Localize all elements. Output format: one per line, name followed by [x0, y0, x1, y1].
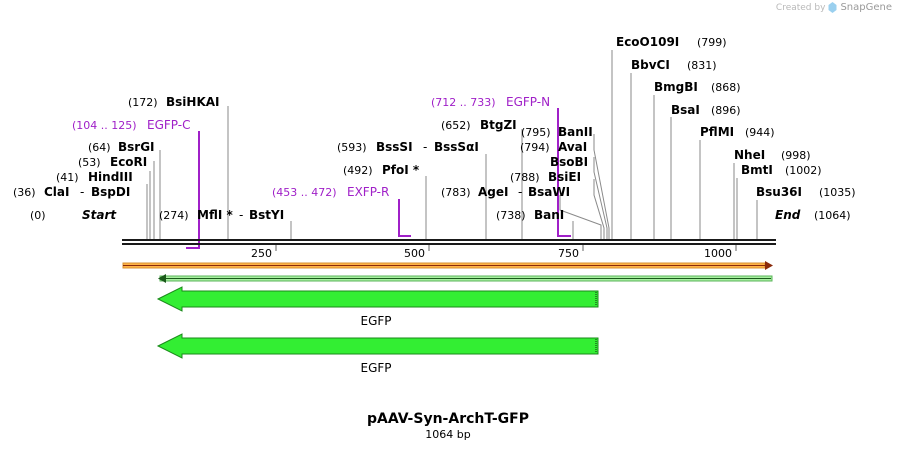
tick-marks: [275, 245, 737, 251]
site-nhei-pos: (998): [781, 149, 811, 162]
primer-egfp-n-name[interactable]: EGFP-N: [506, 95, 550, 109]
primer-markers: [186, 108, 571, 249]
site-pfoi-pos: (492): [343, 164, 373, 177]
start-label: Start: [82, 208, 117, 222]
site-avai-pos: (794): [520, 141, 550, 154]
site-bsu36i-name[interactable]: Bsu36I: [756, 185, 802, 199]
primer-egfp-n-range: (712 .. 733): [431, 96, 496, 109]
end-pos: (1064): [814, 209, 851, 222]
site-separator: -: [423, 140, 427, 154]
site-ecori-pos: (53): [78, 156, 101, 169]
site-bani-pos: (738): [496, 209, 526, 222]
site-lines: [146, 50, 758, 240]
site-agei-pos: (783): [441, 186, 471, 199]
end-label: End: [775, 208, 801, 222]
orf-reverse-arrow: [158, 274, 773, 283]
primer-exfp-r-name[interactable]: EXFP-R: [347, 185, 389, 199]
site-clai-name[interactable]: ClaI: [44, 185, 69, 199]
site-mfli-name[interactable]: MflI *: [197, 208, 233, 222]
feature-egfp-2-label: EGFP: [360, 361, 391, 375]
tick-label-250: 250: [251, 247, 272, 260]
site-clai-pos: (36): [13, 186, 36, 199]
site-ecoo109i-pos: (799): [697, 36, 727, 49]
site-mfli-pos: (274): [159, 209, 189, 222]
credit-brand: SnapGene: [840, 2, 892, 13]
site-bsrgi-name[interactable]: BsrGI: [118, 140, 155, 154]
site-bsihkai-name[interactable]: BsiHKAI: [166, 95, 220, 109]
tick-label-1000: 1000: [704, 247, 732, 260]
site-bsawi-name[interactable]: BsaWI: [528, 185, 570, 199]
backbone: [122, 239, 776, 245]
site-bsai-name[interactable]: BsaI: [671, 103, 700, 117]
site-ecori-name[interactable]: EcoRI: [110, 155, 147, 169]
site-separator: -: [518, 185, 522, 199]
site-hindiii-pos: (41): [56, 171, 79, 184]
site-bsoBI-name[interactable]: BsoBI: [550, 155, 588, 169]
primer-egfp-n-marker: [557, 108, 571, 237]
site-pfoi-name[interactable]: PfoI *: [382, 163, 420, 177]
feature-egfp-1-label: EGFP: [360, 314, 391, 328]
start-pos: (0): [30, 209, 46, 222]
site-bbvci-name[interactable]: BbvCI: [631, 58, 670, 72]
primer-exfp-r-marker: [398, 199, 411, 237]
site-bsssi-name[interactable]: BssSI: [376, 140, 413, 154]
site-bsrgi-pos: (64): [88, 141, 111, 154]
site-bmgbi-name[interactable]: BmgBI: [654, 80, 698, 94]
site-btgzi-pos: (652): [441, 119, 471, 132]
orf-forward-arrow: [122, 261, 773, 270]
snapgene-credit: Created by SnapGene: [776, 2, 892, 13]
site-bani-name[interactable]: BanI: [534, 208, 564, 222]
site-pflmi-name[interactable]: PflMI: [700, 125, 734, 139]
tick-label-750: 750: [558, 247, 579, 260]
site-nhei-name[interactable]: NheI: [734, 148, 765, 162]
site-bsai-pos: (896): [711, 104, 741, 117]
snapgene-logo-icon: [828, 2, 837, 13]
site-avai-name[interactable]: AvaI: [558, 140, 587, 154]
site-btgzi-name[interactable]: BtgZI: [480, 118, 517, 132]
site-bsu36i-pos: (1035): [819, 186, 856, 199]
map-title: pAAV-Syn-ArchT-GFP: [367, 411, 529, 427]
site-bsihkai-pos: (172): [128, 96, 158, 109]
site-bsssai-name[interactable]: BssSαI: [434, 140, 479, 154]
tick-label-500: 500: [404, 247, 425, 260]
site-separator: -: [80, 185, 84, 199]
site-bspdi-name[interactable]: BspDI: [91, 185, 130, 199]
site-bmgbi-pos: (868): [711, 81, 741, 94]
site-bsssi-pos: (593): [337, 141, 367, 154]
site-ecoo109i-name[interactable]: EcoO109I: [616, 35, 679, 49]
site-hindiii-name[interactable]: HindIII: [88, 170, 133, 184]
map-subtitle: 1064 bp: [425, 428, 470, 441]
primer-egfp-c-range: (104 .. 125): [72, 119, 137, 132]
site-banii-pos: (795): [521, 126, 551, 139]
credit-prefix: Created by: [775, 2, 826, 13]
primer-egfp-c-name[interactable]: EGFP-C: [147, 118, 190, 132]
site-bbvci-pos: (831): [687, 59, 717, 72]
site-bmti-name[interactable]: BmtI: [741, 163, 773, 177]
site-bsiei-name[interactable]: BsiEI: [548, 170, 581, 184]
primer-exfp-r-range: (453 .. 472): [272, 186, 337, 199]
site-banii-name[interactable]: BanII: [558, 125, 593, 139]
site-bsiei-pos: (788): [510, 171, 540, 184]
site-separator: -: [239, 208, 243, 222]
site-bstyi-name[interactable]: BstYI: [249, 208, 284, 222]
site-agei-name[interactable]: AgeI: [478, 185, 508, 199]
site-bmti-pos: (1002): [785, 164, 822, 177]
site-pflmi-pos: (944): [745, 126, 775, 139]
feature-egfp-1-arrow[interactable]: [156, 286, 599, 312]
feature-egfp-2-arrow[interactable]: [156, 333, 599, 359]
primer-egfp-c-marker: [186, 131, 200, 249]
